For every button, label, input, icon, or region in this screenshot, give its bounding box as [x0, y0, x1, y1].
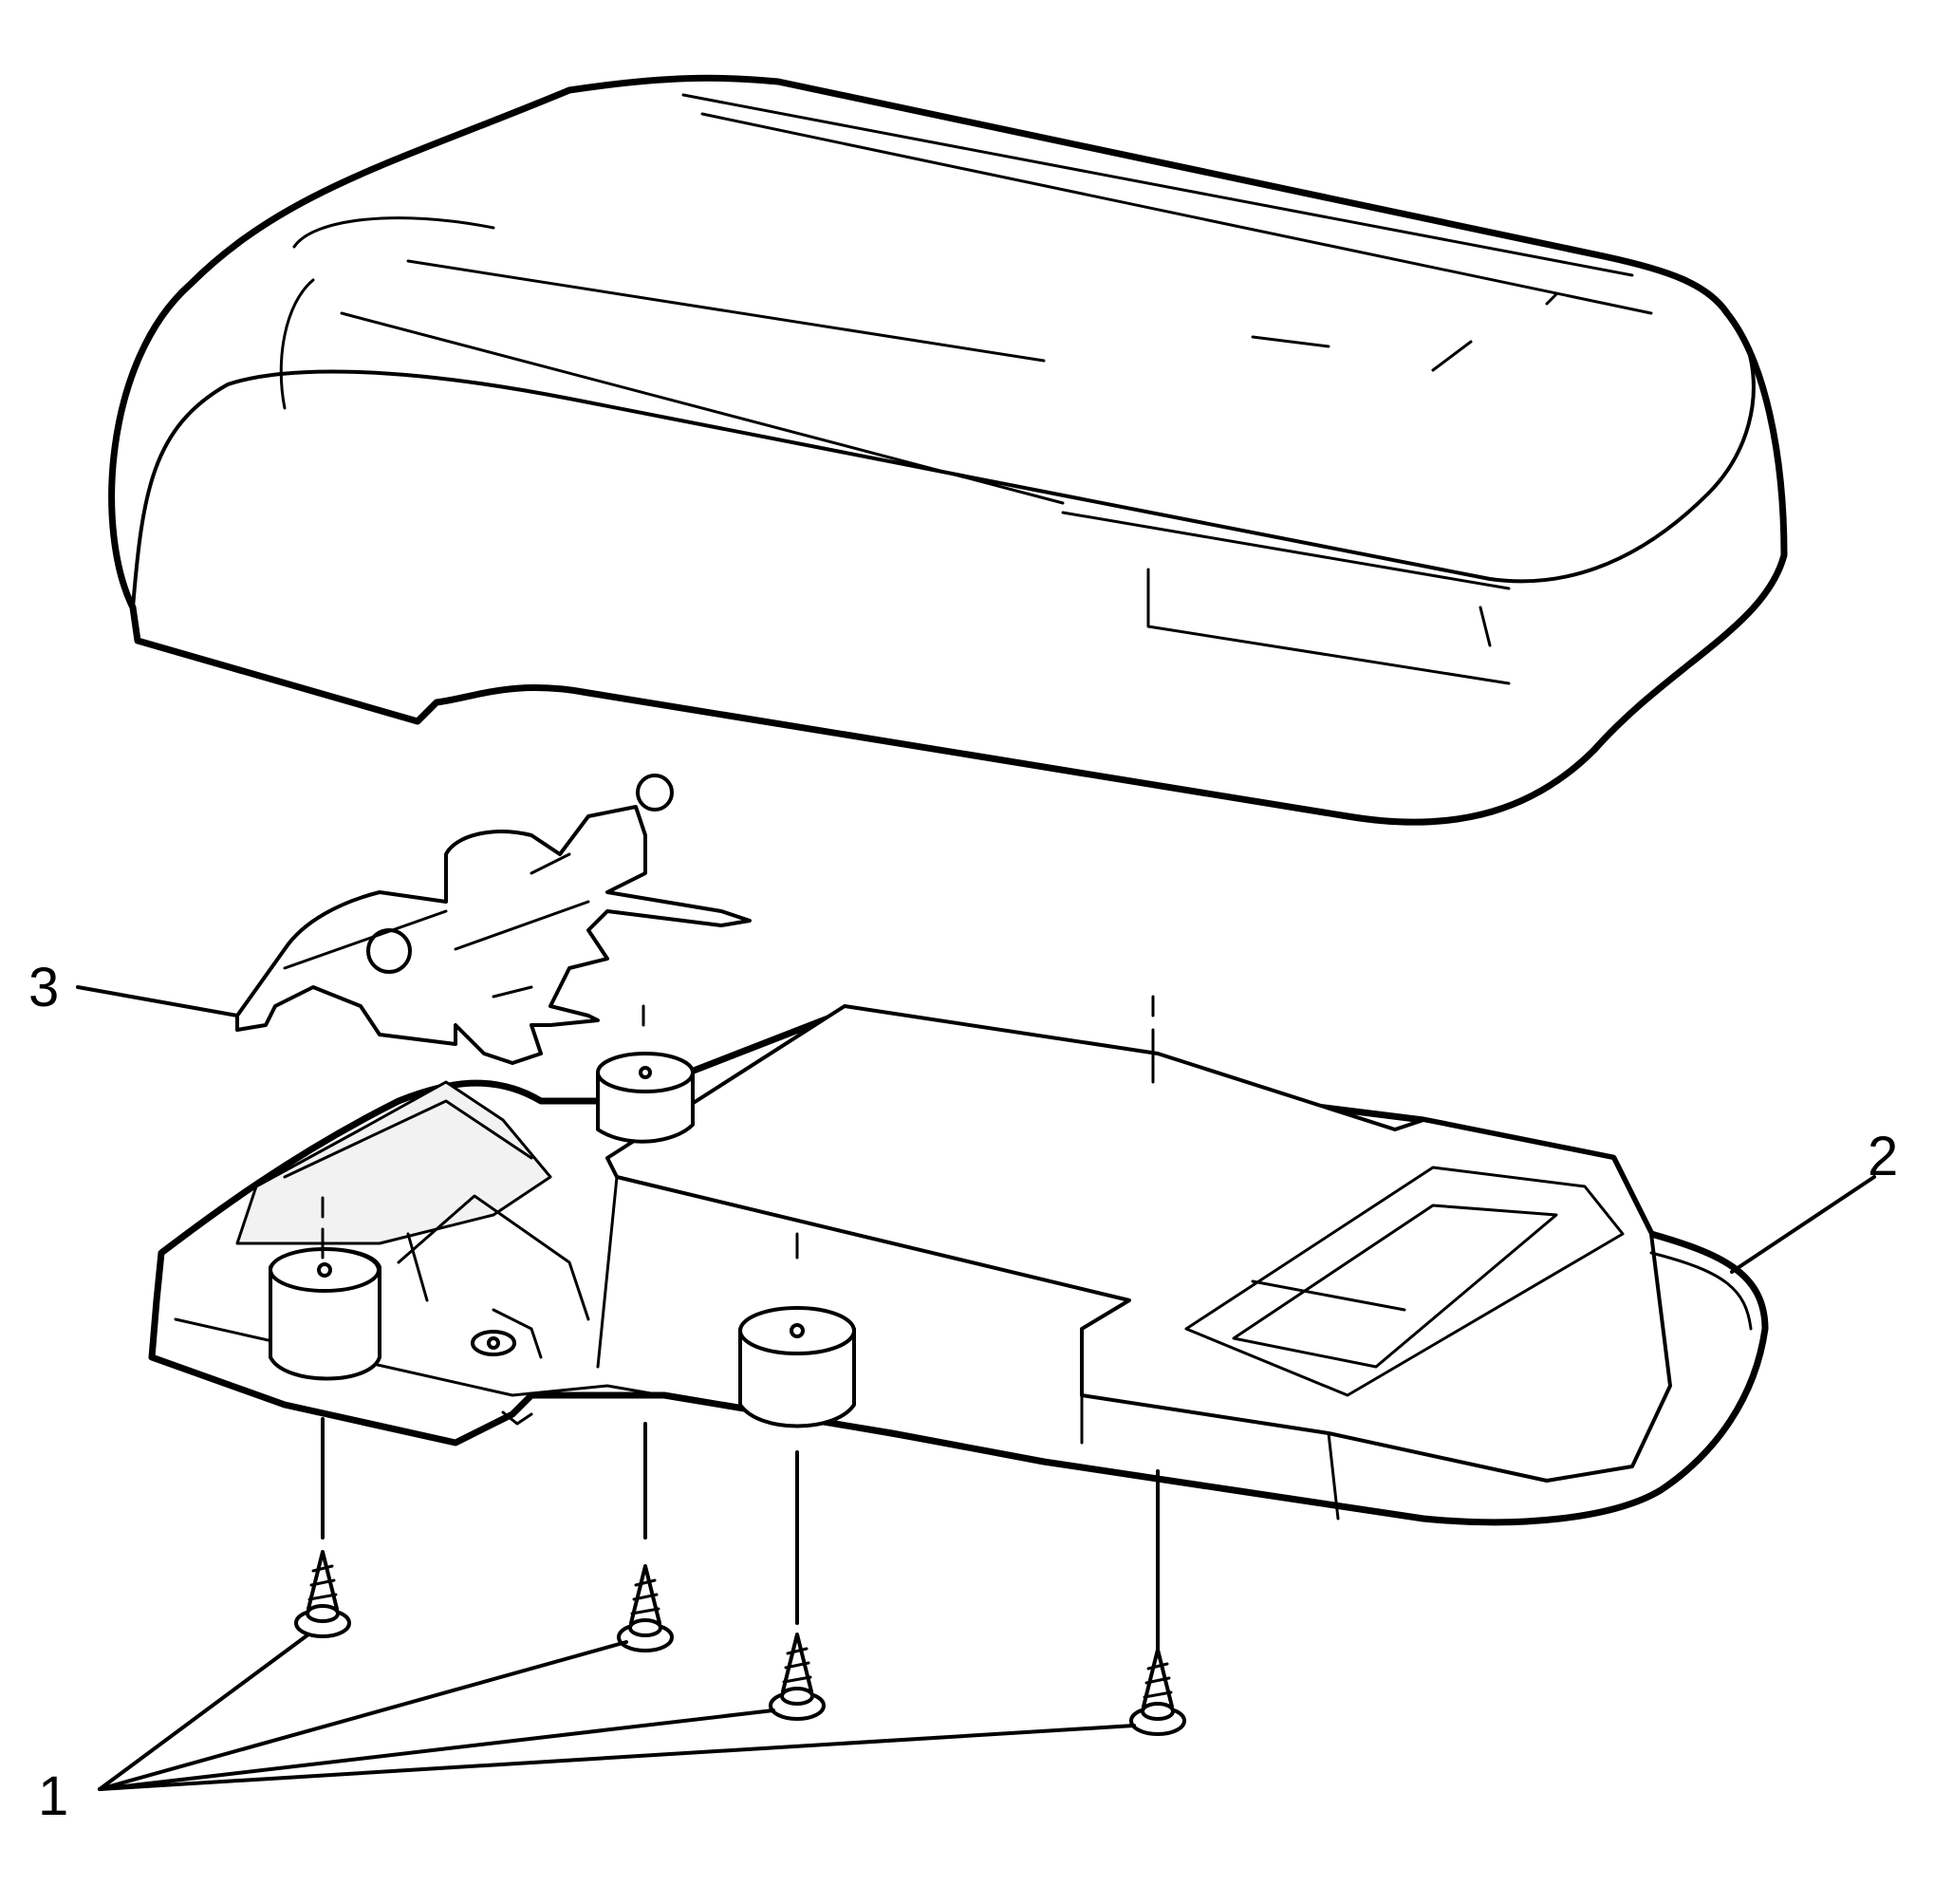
callout-3: 3	[28, 957, 59, 1018]
base-bezel-part-2	[148, 1004, 1769, 1526]
leader-lines	[76, 985, 1876, 1791]
callout-1: 1	[38, 1765, 68, 1827]
center-lines	[321, 995, 1160, 1682]
screw-3	[769, 1633, 826, 1721]
screw-1	[294, 1550, 351, 1638]
screw-2	[617, 1564, 674, 1652]
screw-4	[1129, 1648, 1186, 1736]
latch-clip-part-3	[235, 774, 752, 1065]
callout-2: 2	[1868, 1126, 1898, 1187]
cover-housing	[108, 74, 1788, 826]
